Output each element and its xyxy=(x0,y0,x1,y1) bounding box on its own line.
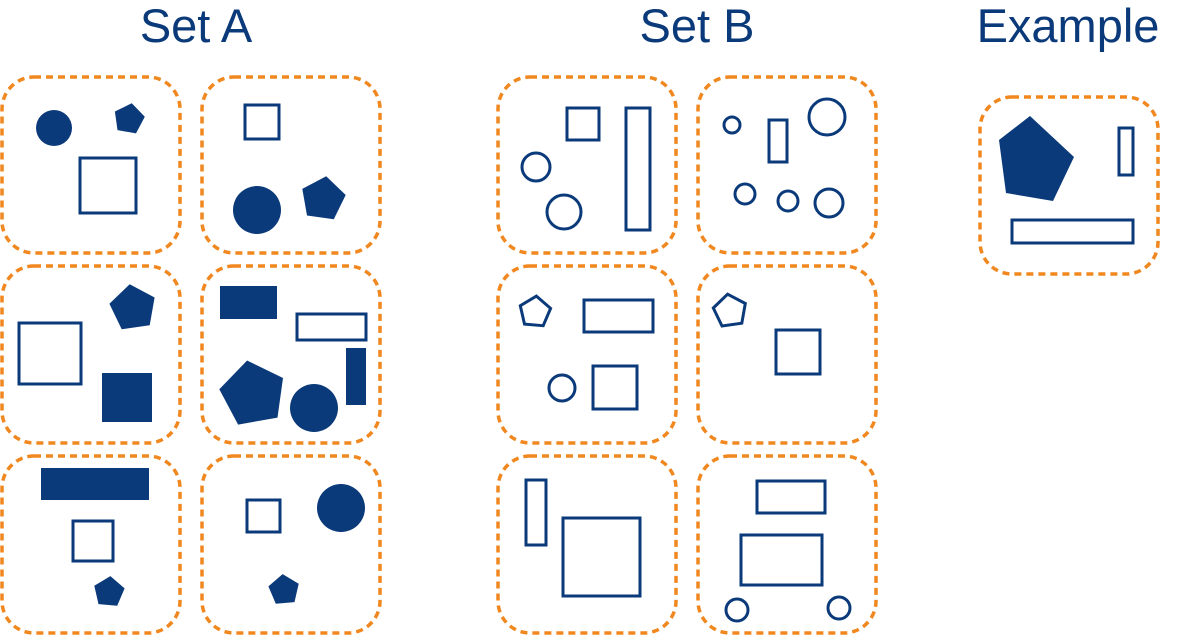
panel-border xyxy=(696,454,878,635)
outline-rectangle-vertical xyxy=(624,106,652,232)
filled-circle xyxy=(36,110,72,146)
outline-square xyxy=(78,156,138,215)
outline-rectangle xyxy=(582,298,655,334)
set-a xyxy=(0,75,382,635)
outline-circle xyxy=(826,595,852,621)
filled-rectangle xyxy=(220,286,277,319)
outline-circle xyxy=(724,597,750,623)
panel-border xyxy=(200,75,382,255)
filled-pentagon xyxy=(302,176,346,220)
set-b-panel-6 xyxy=(696,454,878,635)
example-title: Example xyxy=(977,0,1160,52)
panel-border xyxy=(496,454,678,635)
panel-border xyxy=(496,75,678,255)
outline-rectangle xyxy=(755,479,827,515)
outline-square xyxy=(774,328,822,376)
outline-circle xyxy=(813,187,845,219)
panel-border xyxy=(0,75,182,255)
set-a-panel-2 xyxy=(200,75,382,255)
outline-square xyxy=(17,321,83,386)
filled-pentagon xyxy=(268,574,299,604)
outline-circle xyxy=(545,193,583,231)
outline-square xyxy=(565,106,601,142)
set-b-title: Set B xyxy=(640,0,755,52)
outline-square xyxy=(561,516,642,598)
outline-circle xyxy=(547,373,577,403)
panel-border xyxy=(696,264,878,445)
set-a-panel-3 xyxy=(0,264,182,445)
set-a-panel-6 xyxy=(200,454,382,635)
filled-pentagon xyxy=(999,116,1074,201)
outline-circle xyxy=(733,182,757,206)
filled-pentagon xyxy=(114,103,145,134)
filled-rectangle-vertical xyxy=(346,348,366,405)
set-a-panel-5 xyxy=(0,454,182,635)
filled-pentagon xyxy=(94,576,125,606)
panel-border xyxy=(0,454,182,635)
filled-rectangle xyxy=(41,468,149,500)
panel-border xyxy=(496,264,678,445)
outline-circle xyxy=(520,151,552,183)
filled-square xyxy=(102,373,152,422)
outline-rectangle-vertical xyxy=(767,118,789,164)
panel-border xyxy=(696,75,878,255)
panel-border xyxy=(200,454,382,635)
outline-rectangle-vertical xyxy=(524,478,548,547)
example-panel xyxy=(978,95,1160,276)
outline-square xyxy=(591,364,639,411)
outline-rectangle xyxy=(1010,218,1135,245)
filled-pentagon xyxy=(109,284,155,330)
outline-rectangle xyxy=(739,533,824,587)
filled-circle xyxy=(233,186,281,234)
set-b-panel-2 xyxy=(696,75,878,255)
outline-rectangle xyxy=(295,312,368,342)
outline-circle xyxy=(722,115,742,135)
set-a-panel-1 xyxy=(0,75,182,255)
filled-pentagon xyxy=(219,360,283,425)
panel-border xyxy=(978,95,1160,276)
outline-pentagon xyxy=(711,292,747,328)
filled-circle xyxy=(290,384,338,432)
outline-circle xyxy=(776,189,800,213)
panel-border xyxy=(0,264,182,445)
set-b-panel-1 xyxy=(496,75,678,255)
set-b-panel-5 xyxy=(496,454,678,635)
panel-border xyxy=(200,264,382,445)
set-b-panel-3 xyxy=(496,264,678,445)
outline-rectangle-vertical xyxy=(1117,126,1135,177)
outline-square xyxy=(245,498,282,534)
outline-square xyxy=(243,103,281,141)
filled-circle xyxy=(317,484,365,532)
outline-circle xyxy=(807,97,847,137)
set-a-title: Set A xyxy=(140,0,253,52)
outline-square xyxy=(71,519,115,563)
set-b-panel-4 xyxy=(696,264,878,445)
set-a-panel-4 xyxy=(200,264,382,445)
outline-pentagon xyxy=(518,294,553,328)
set-b xyxy=(496,75,878,635)
